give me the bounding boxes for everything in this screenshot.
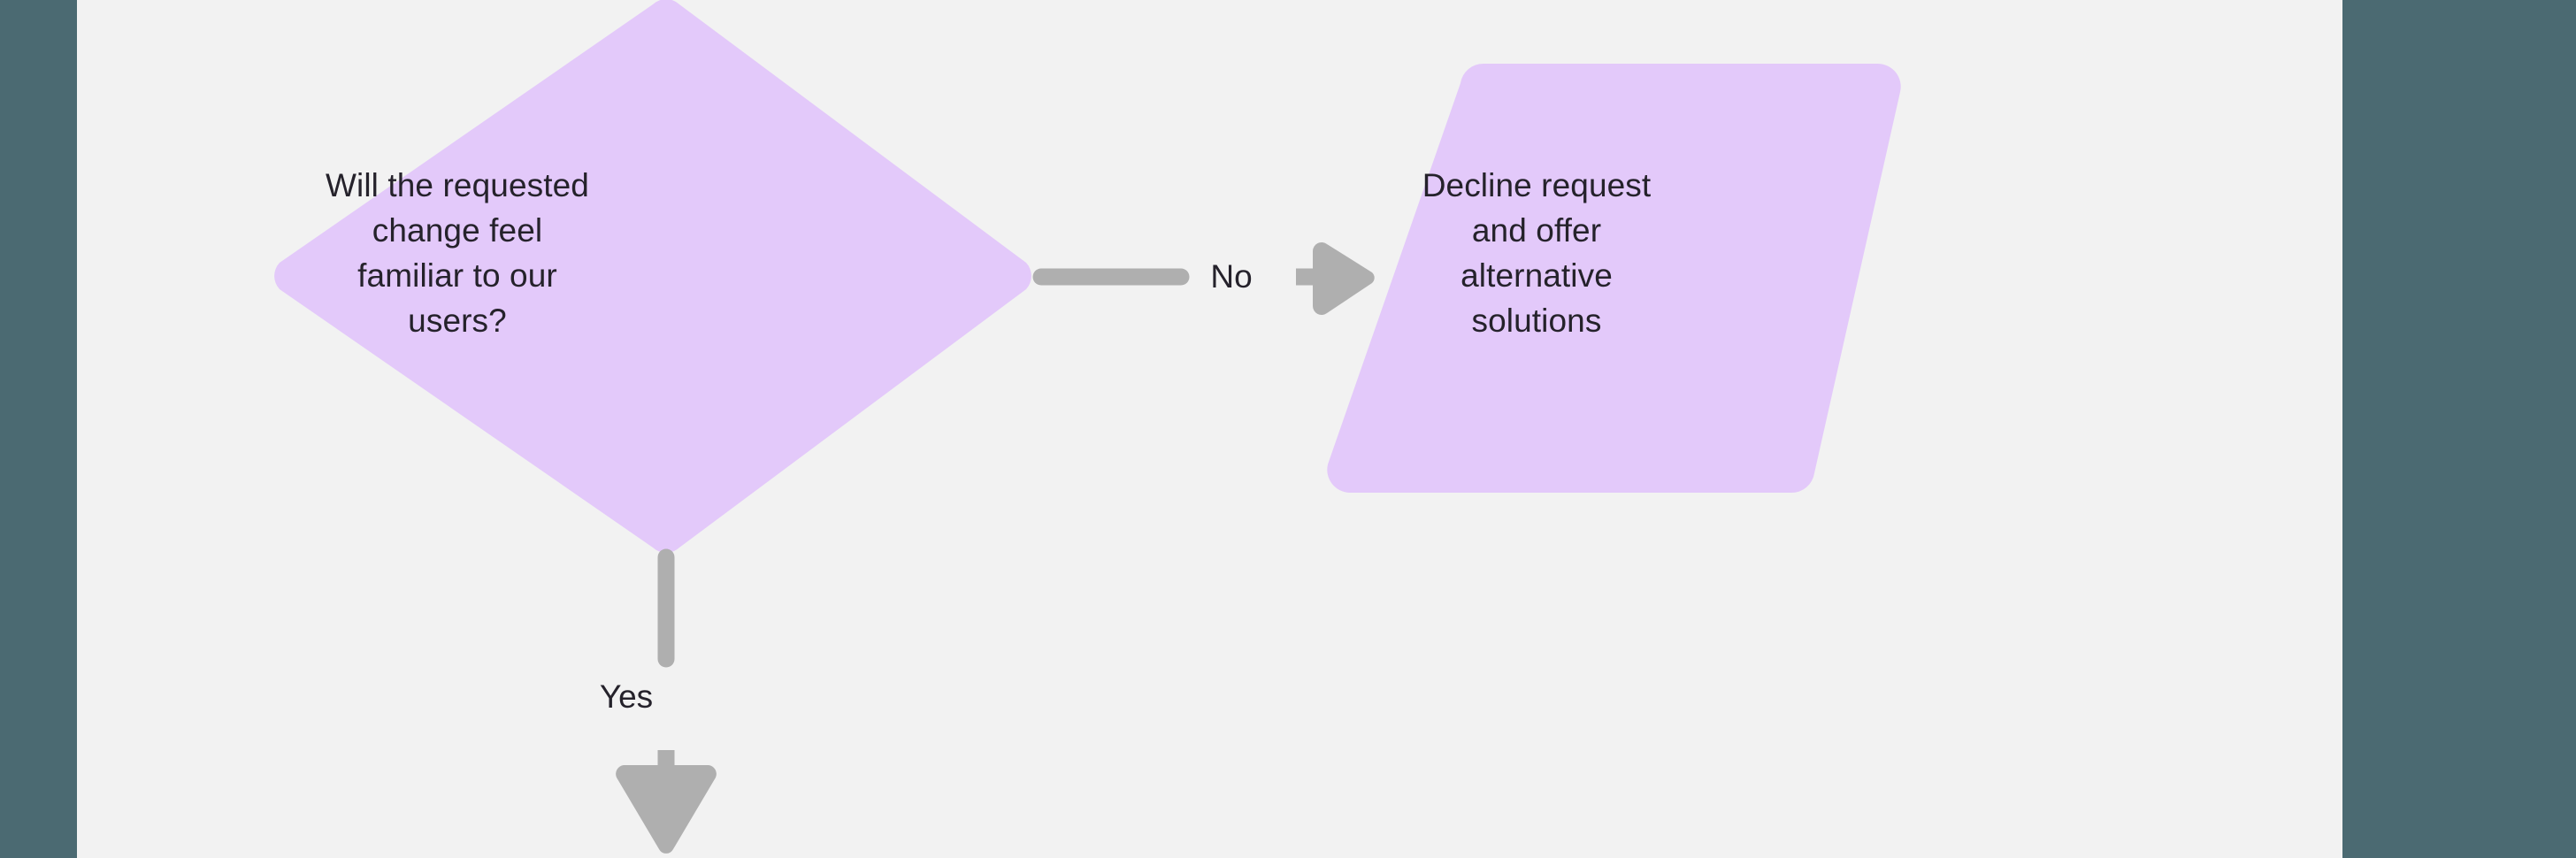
- node-decline-request-shape[interactable]: [1327, 63, 1901, 494]
- node-decision-familiar-label: Will the requested change feel familiar …: [326, 167, 589, 339]
- left-rail: [0, 0, 77, 858]
- flowchart-svg: [274, 0, 1901, 854]
- edge-label-no: No: [1210, 258, 1253, 295]
- diagram-canvas[interactable]: Will the requested change feel familiar …: [77, 0, 2342, 858]
- node-decision-familiar-shape[interactable]: [274, 0, 1031, 553]
- edge-yes-connector: [616, 548, 717, 854]
- edge-label-yes: Yes: [599, 678, 654, 715]
- right-rail: [2342, 0, 2576, 858]
- edge-no-arrowhead: [1313, 241, 1375, 316]
- edge-no-connector: [1032, 241, 1375, 316]
- node-decline-request-label: Decline request and offer alternative so…: [1422, 167, 1652, 339]
- edge-yes-arrowhead: [616, 765, 717, 854]
